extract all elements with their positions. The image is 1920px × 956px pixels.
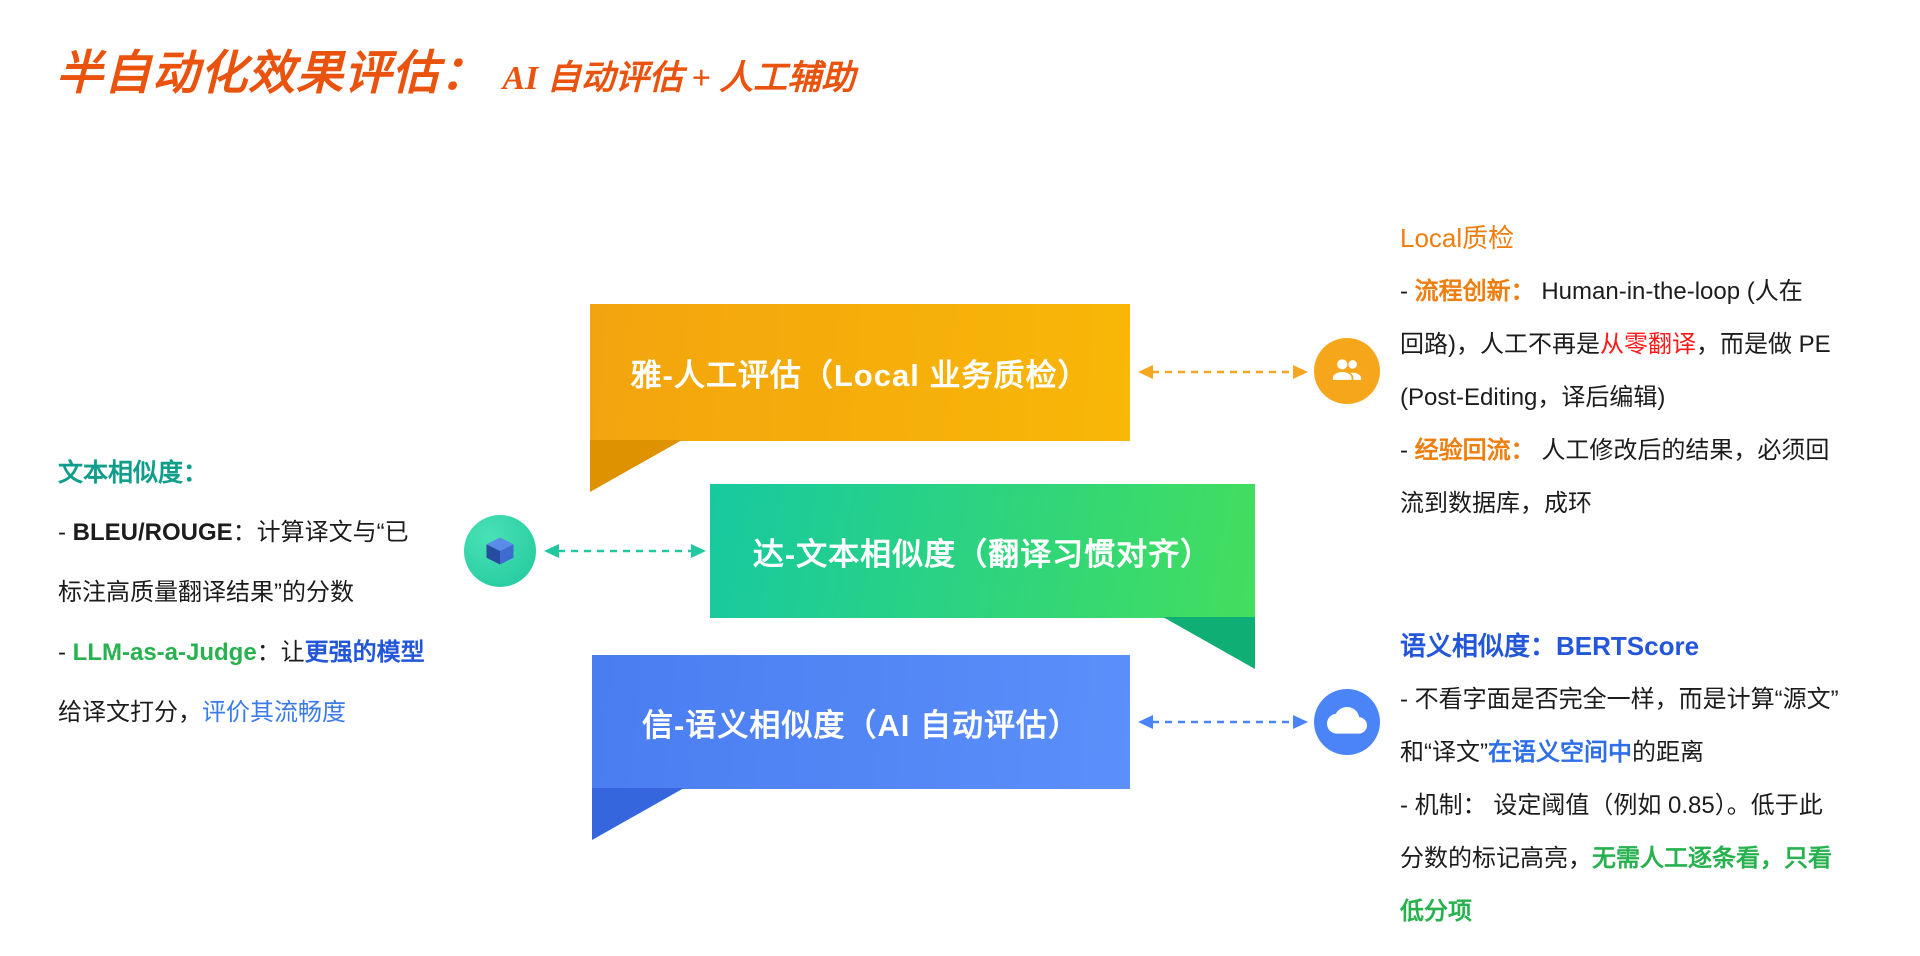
banner-da-label: 达-文本相似度（翻译习惯对齐） (752, 536, 1213, 572)
process-innovation-line2: 回路)，人工不再是从零翻译，而是做 PE (1400, 318, 1831, 371)
bertscore-heading: 语义相似度：BERTScore (1400, 631, 1700, 661)
llm-judge-term: LLM-as-a-Judge (72, 639, 257, 666)
experience-loop-term: 经验回流： (1414, 437, 1535, 464)
banner-da-ribbon-tail (1163, 617, 1255, 669)
post-editing-line: (Post-Editing，译后编辑) (1400, 384, 1666, 411)
dash: - (1400, 278, 1415, 305)
distance-text: 的距离 (1631, 739, 1704, 766)
dash: - (1400, 437, 1415, 464)
no-manual-review-term: 无需人工逐条看，只看 (1592, 845, 1832, 872)
bleu-rouge-line: - BLEU/ROUGE：计算译文与“已 (58, 503, 425, 563)
fluency-term: 评价其流畅度 (202, 699, 346, 726)
text-similarity-heading: 文本相似度： (58, 459, 209, 487)
pe-text: ，而是做 PE (1696, 331, 1831, 358)
connector-xin-to-cloud (1138, 715, 1308, 729)
experience-loop-line2: 流到数据库，成环 (1400, 490, 1592, 517)
page-title-sub: AI 自动评估 + 人工辅助 (502, 60, 856, 97)
semantic-line1: - 不看字面是否完全一样，而是计算“源文” (1400, 686, 1839, 713)
highlight-line: 分数的标记高亮，无需人工逐条看，只看 (1400, 832, 1839, 885)
local-qc-heading: Local质检 (1400, 223, 1515, 253)
dash: - (58, 639, 73, 666)
dash: - (58, 519, 73, 546)
connector-box-to-da (544, 544, 706, 558)
translation-text: 和“译文” (1400, 739, 1488, 766)
banner-ya-human-eval: 雅-人工评估（Local 业务质检） (590, 304, 1130, 441)
semantic-line2: 和“译文”在语义空间中的距离 (1400, 726, 1839, 779)
llm-judge-line: - LLM-as-a-Judge：让更强的模型 (58, 623, 425, 683)
loop-text: 回路)，人工不再是 (1400, 331, 1600, 358)
bleu-rouge-desc: ：计算译文与“已 (232, 519, 409, 546)
page-title-main: 半自动化效果评估： (56, 46, 488, 99)
local-qc-block: Local质检 - 流程创新： Human-in-the-loop (人在 回路… (1400, 212, 1831, 530)
banner-xin-label: 信-语义相似度（AI 自动评估） (642, 707, 1080, 743)
banner-ya-ribbon-tail (590, 440, 682, 492)
human-reviewers-badge (1314, 338, 1380, 404)
users-icon (1332, 359, 1362, 380)
banner-da-text-similarity: 达-文本相似度（翻译习惯对齐） (710, 484, 1255, 618)
text-similarity-badge (464, 515, 536, 587)
page-title: 半自动化效果评估： AI 自动评估 + 人工辅助 (56, 34, 855, 103)
process-innovation-line: - 流程创新： Human-in-the-loop (人在 (1400, 265, 1831, 318)
experience-loop-line: - 经验回流： 人工修改后的结果，必须回 (1400, 424, 1831, 477)
hitl-text: Human-in-the-loop (人在 (1534, 278, 1803, 305)
stronger-model-term: 更强的模型 (304, 639, 425, 666)
cloud-icon (1327, 707, 1367, 734)
bertscore-block: 语义相似度：BERTScore - 不看字面是否完全一样，而是计算“源文” 和“… (1400, 620, 1839, 938)
from-scratch-term: 从零翻译 (1600, 331, 1696, 358)
semantic-space-term: 在语义空间中 (1487, 739, 1632, 766)
mechanism-line: - 机制： 设定阈值（例如 0.85）。低于此 (1400, 792, 1823, 819)
feedback-text: 人工修改后的结果，必须回 (1534, 437, 1830, 464)
banner-xin-ribbon-tail (592, 788, 684, 840)
process-innovation-term: 流程创新： (1414, 278, 1535, 305)
llm-judge-mid: ：让 (256, 639, 305, 666)
low-score-line: 低分项 (1400, 885, 1839, 938)
llm-judge-line2: 给译文打分，评价其流畅度 (58, 683, 425, 743)
banner-ya-label: 雅-人工评估（Local 业务质检） (630, 358, 1090, 393)
ai-cloud-badge (1314, 689, 1380, 755)
bleu-rouge-term: BLEU/ROUGE (72, 519, 233, 546)
text-similarity-block: 文本相似度： - BLEU/ROUGE：计算译文与“已 标注高质量翻译结果”的分… (58, 443, 425, 743)
banner-xin-semantic-similarity: 信-语义相似度（AI 自动评估） (592, 655, 1130, 789)
bleu-rouge-line2: 标注高质量翻译结果”的分数 (58, 579, 354, 606)
low-score-term: 低分项 (1400, 898, 1472, 925)
score-text: 给译文打分， (58, 699, 202, 726)
highlight-text: 分数的标记高亮， (1400, 845, 1592, 872)
connector-ya-to-users (1138, 365, 1308, 379)
package-icon (486, 537, 514, 565)
